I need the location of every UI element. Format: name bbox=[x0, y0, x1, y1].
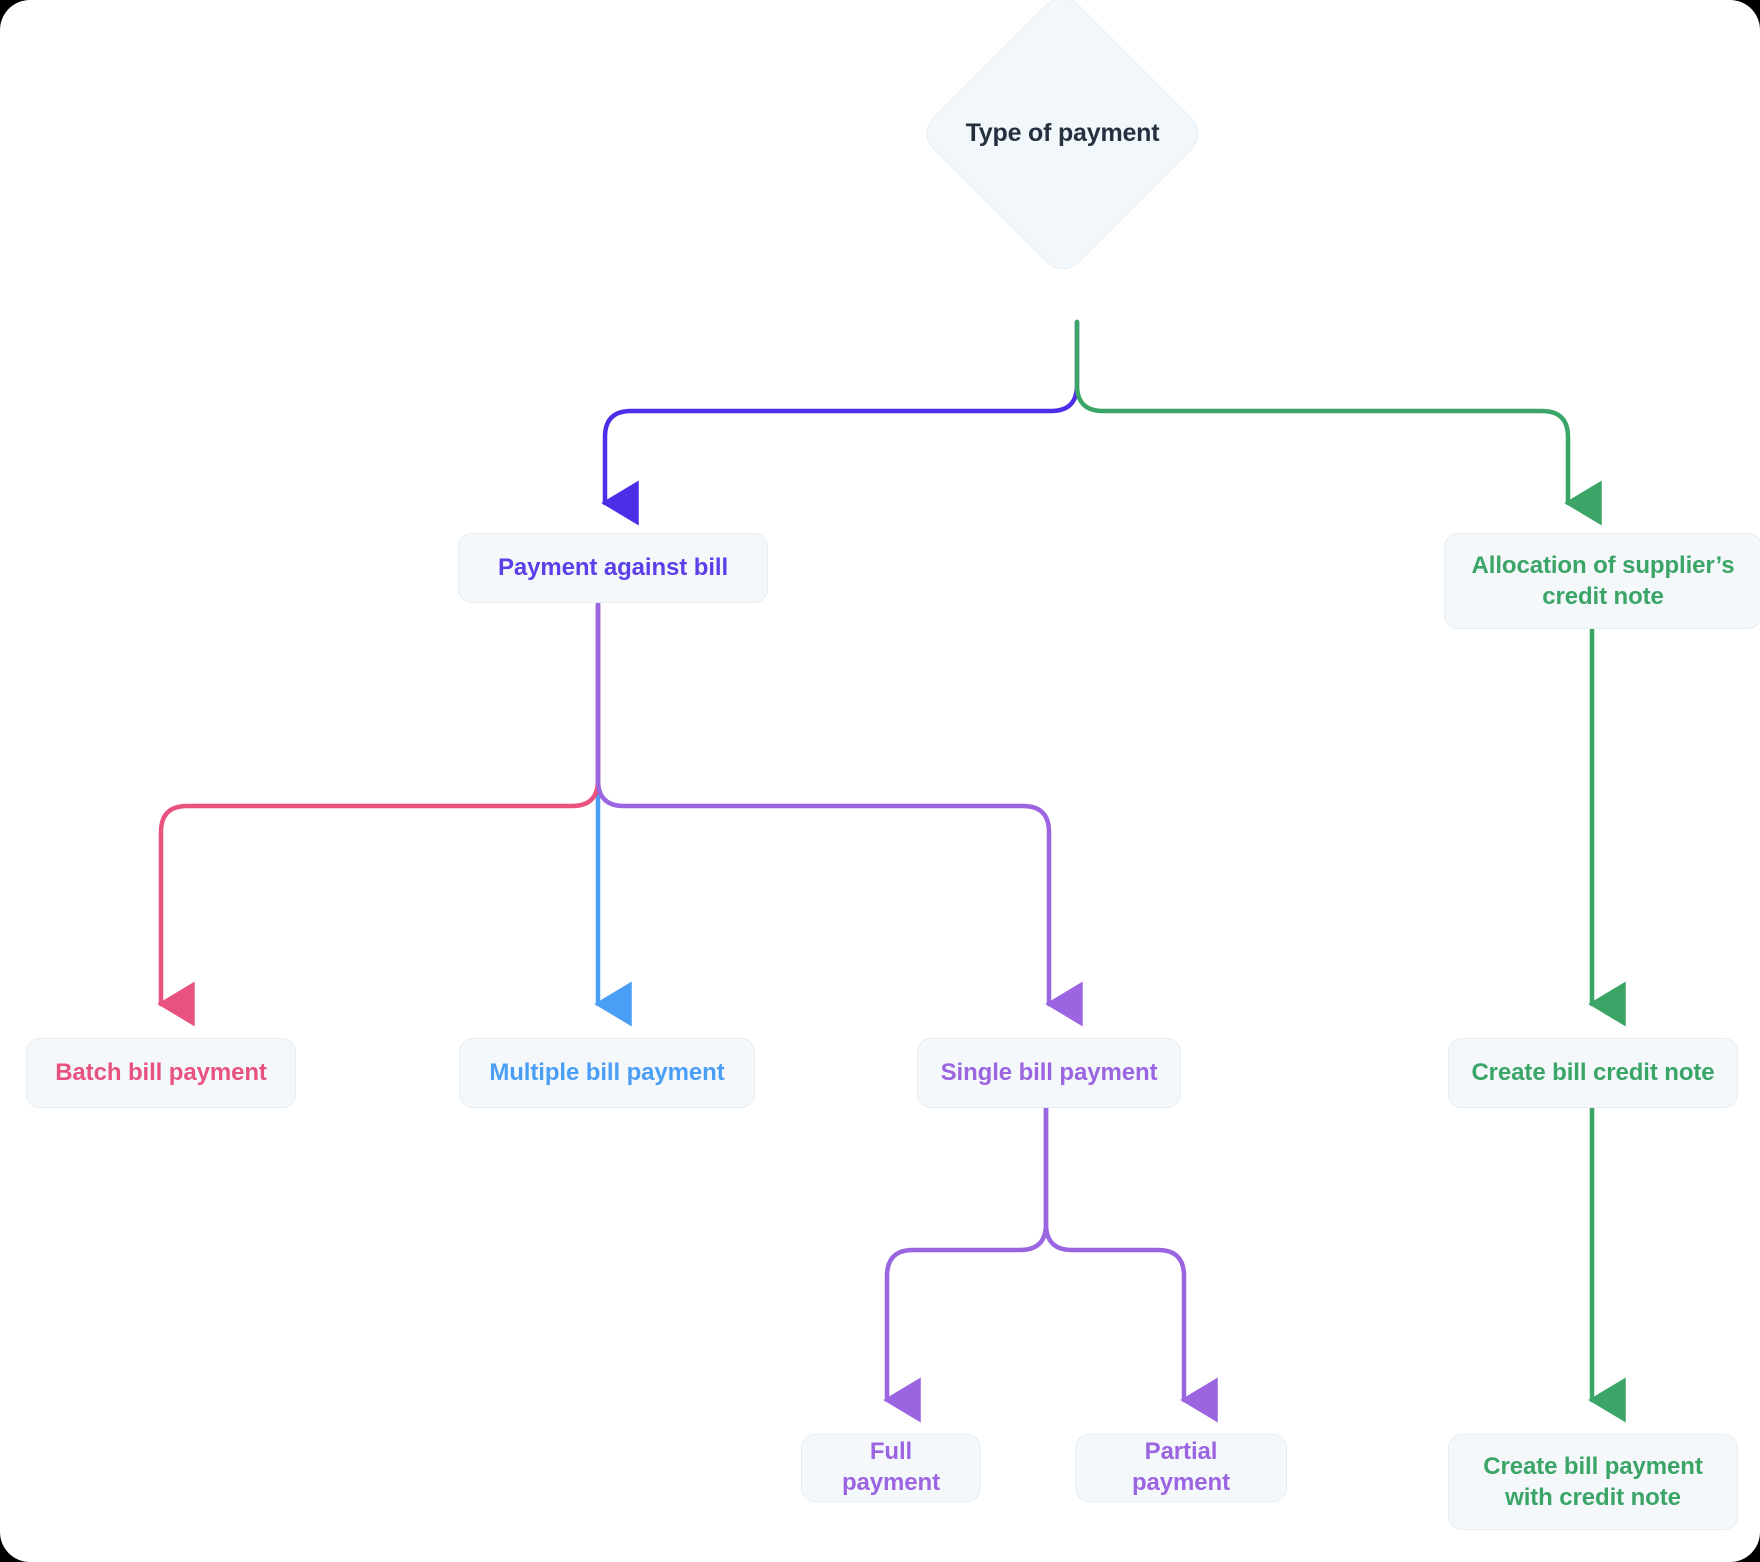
node-create-bill-credit-note-label: Create bill credit note bbox=[1471, 1058, 1715, 1086]
edge-root-to-allocation-of-suppliers-credit-note bbox=[1074, 319, 1602, 526]
node-single-bill-payment[interactable]: Single bill payment bbox=[917, 1038, 1181, 1108]
edge-root-to-payment-against-bill bbox=[601, 319, 1080, 526]
edge-payment-against-bill-to-single-bill-payment bbox=[595, 601, 1083, 1027]
node-full-payment[interactable]: Full payment bbox=[801, 1434, 981, 1502]
node-create-bill-payment-with-credit-note[interactable]: Create bill payment with credit note bbox=[1448, 1434, 1738, 1530]
node-payment-against-bill[interactable]: Payment against bill bbox=[458, 533, 768, 603]
edge-single-bill-payment-to-full-payment bbox=[883, 1095, 1049, 1423]
edge-payment-against-bill-to-batch-bill-payment bbox=[157, 601, 601, 1027]
node-single-bill-payment-label: Single bill payment bbox=[940, 1058, 1158, 1086]
node-create-bill-credit-note[interactable]: Create bill credit note bbox=[1448, 1038, 1738, 1108]
node-create-bill-payment-with-credit-note-label: Create bill payment with credit note bbox=[1483, 1452, 1703, 1511]
node-partial-payment-label: Partial payment bbox=[1132, 1438, 1230, 1496]
node-multiple-bill-payment-label: Multiple bill payment bbox=[489, 1058, 725, 1086]
node-type-of-payment-label: Type of payment bbox=[965, 118, 1160, 147]
node-payment-against-bill-label: Payment against bill bbox=[497, 553, 729, 581]
node-allocation-of-suppliers-credit-note[interactable]: Allocation of supplier’s credit note bbox=[1444, 533, 1760, 629]
node-batch-bill-payment-label: Batch bill payment bbox=[55, 1058, 267, 1086]
edge-single-bill-payment-to-partial-payment bbox=[1043, 1095, 1218, 1423]
node-multiple-bill-payment[interactable]: Multiple bill payment bbox=[459, 1038, 755, 1108]
node-partial-payment[interactable]: Partial payment bbox=[1075, 1434, 1287, 1502]
node-batch-bill-payment[interactable]: Batch bill payment bbox=[26, 1038, 296, 1108]
node-allocation-of-suppliers-credit-note-label: Allocation of supplier’s credit note bbox=[1471, 551, 1735, 610]
node-full-payment-label: Full payment bbox=[842, 1438, 940, 1496]
